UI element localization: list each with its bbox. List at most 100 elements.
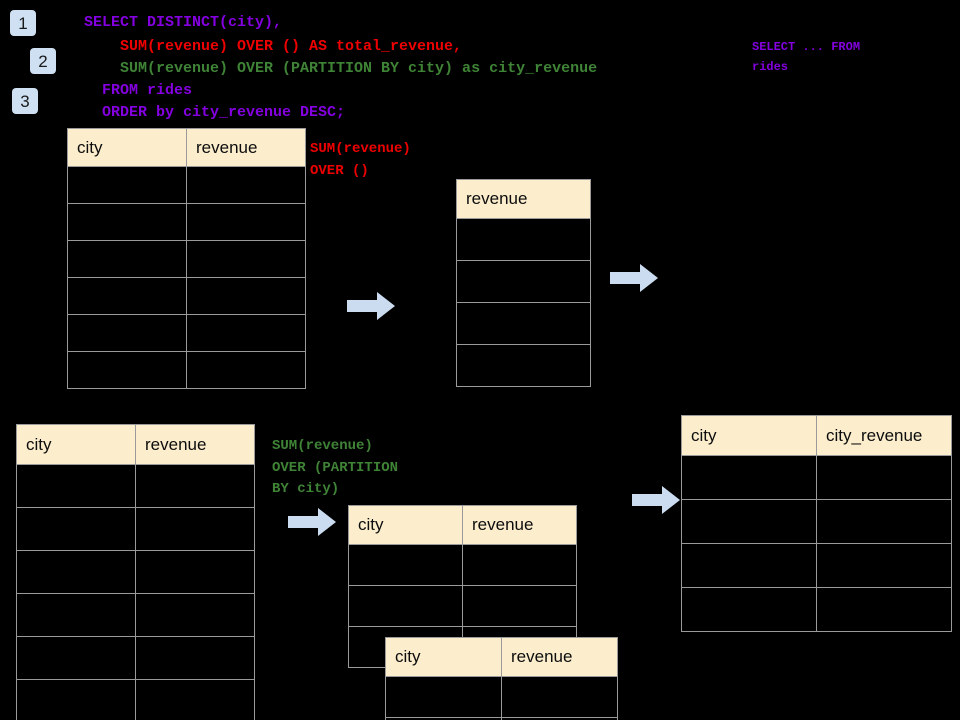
table-cell — [16, 550, 136, 594]
table-header-row: city revenue — [67, 128, 306, 167]
table-cell — [186, 277, 306, 315]
table-row — [67, 203, 306, 241]
side-note-rides: rides — [752, 60, 789, 74]
table-cell — [462, 544, 577, 586]
table-row — [67, 166, 306, 204]
table-cell — [16, 464, 136, 508]
table-cell — [67, 351, 187, 389]
table-cell — [135, 550, 255, 594]
table-cell — [462, 585, 577, 627]
table-cell — [456, 344, 591, 387]
table-header-row: city revenue — [16, 424, 255, 465]
table-cell — [67, 203, 187, 241]
column-header-city: city — [16, 424, 136, 465]
table-header-row: revenue — [456, 179, 591, 219]
table-cell — [681, 543, 817, 588]
table-cell — [385, 676, 502, 718]
table-cell — [501, 676, 618, 718]
table-row — [681, 499, 952, 544]
arrow-source-to-partition — [288, 508, 336, 536]
table-row — [16, 636, 255, 680]
table-cell — [681, 455, 817, 500]
table-cell — [16, 679, 136, 720]
column-header-revenue: revenue — [135, 424, 255, 465]
table-cell — [456, 302, 591, 345]
table-row — [16, 550, 255, 594]
table-cell — [186, 203, 306, 241]
sql-line-total-revenue: SUM(revenue) OVER () AS total_revenue, — [84, 38, 463, 55]
column-header-revenue: revenue — [456, 179, 591, 219]
sql-line-order-by: ORDER by city_revenue DESC; — [84, 104, 346, 121]
sql-line-city-revenue: SUM(revenue) OVER (PARTITION BY city) as… — [84, 60, 598, 77]
step-badge-3: 3 — [12, 88, 38, 114]
table-cell — [816, 455, 952, 500]
table-row — [456, 218, 591, 261]
column-header-revenue: revenue — [501, 637, 618, 677]
column-header-city: city — [348, 505, 463, 545]
table-cell — [816, 543, 952, 588]
rides-partition-source-table: city revenue — [16, 424, 255, 720]
table-cell — [186, 351, 306, 389]
table-cell — [67, 314, 187, 352]
table-cell — [135, 593, 255, 637]
column-header-revenue: revenue — [462, 505, 577, 545]
total-revenue-table: revenue — [456, 179, 591, 387]
table-row — [348, 585, 577, 627]
step-badge-2: 2 — [30, 48, 56, 74]
table-cell — [348, 544, 463, 586]
table-row — [456, 302, 591, 345]
table-row — [16, 507, 255, 551]
table-cell — [456, 260, 591, 303]
table-header-row: city revenue — [385, 637, 618, 677]
table-row — [681, 455, 952, 500]
table-cell — [135, 636, 255, 680]
sql-line-from: FROM rides — [84, 82, 193, 99]
table-cell — [348, 585, 463, 627]
table-row — [348, 544, 577, 586]
table-cell — [681, 587, 817, 632]
table-cell — [816, 499, 952, 544]
table-row — [16, 679, 255, 720]
table-cell — [186, 240, 306, 278]
table-header-row: city revenue — [348, 505, 577, 545]
result-city-revenue-table: city city_revenue — [681, 415, 952, 632]
table-cell — [456, 218, 591, 261]
table-row — [67, 314, 306, 352]
table-row — [456, 260, 591, 303]
table-cell — [501, 717, 618, 720]
table-cell — [135, 679, 255, 720]
table-row — [681, 587, 952, 632]
table-row — [16, 464, 255, 508]
table-cell — [67, 277, 187, 315]
arrow-source-to-total — [347, 292, 395, 320]
table-cell — [186, 314, 306, 352]
annotation-city-revenue: SUM(revenue) OVER (PARTITION BY city) — [272, 438, 399, 498]
table-cell — [67, 166, 187, 204]
table-row — [67, 351, 306, 389]
table-row — [16, 593, 255, 637]
column-header-revenue: revenue — [186, 128, 306, 167]
table-cell — [681, 499, 817, 544]
step-badge-1: 1 — [10, 10, 36, 36]
table-header-row: city city_revenue — [681, 415, 952, 456]
table-cell — [816, 587, 952, 632]
table-cell — [135, 464, 255, 508]
table-cell — [186, 166, 306, 204]
arrow-total-to-result — [610, 264, 658, 292]
table-row — [67, 240, 306, 278]
annotation-total-revenue: SUM(revenue) OVER () — [310, 141, 411, 179]
sql-line-select: SELECT DISTINCT(city), — [84, 14, 283, 31]
partition-group-b-table: city revenue — [385, 637, 618, 720]
table-cell — [16, 636, 136, 680]
table-cell — [67, 240, 187, 278]
column-header-city-revenue: city_revenue — [816, 415, 952, 456]
table-row — [456, 344, 591, 387]
table-row — [681, 543, 952, 588]
table-row — [385, 717, 618, 720]
column-header-city: city — [67, 128, 187, 167]
arrow-partition-to-result — [632, 486, 680, 514]
table-cell — [135, 507, 255, 551]
column-header-city: city — [681, 415, 817, 456]
table-cell — [16, 507, 136, 551]
